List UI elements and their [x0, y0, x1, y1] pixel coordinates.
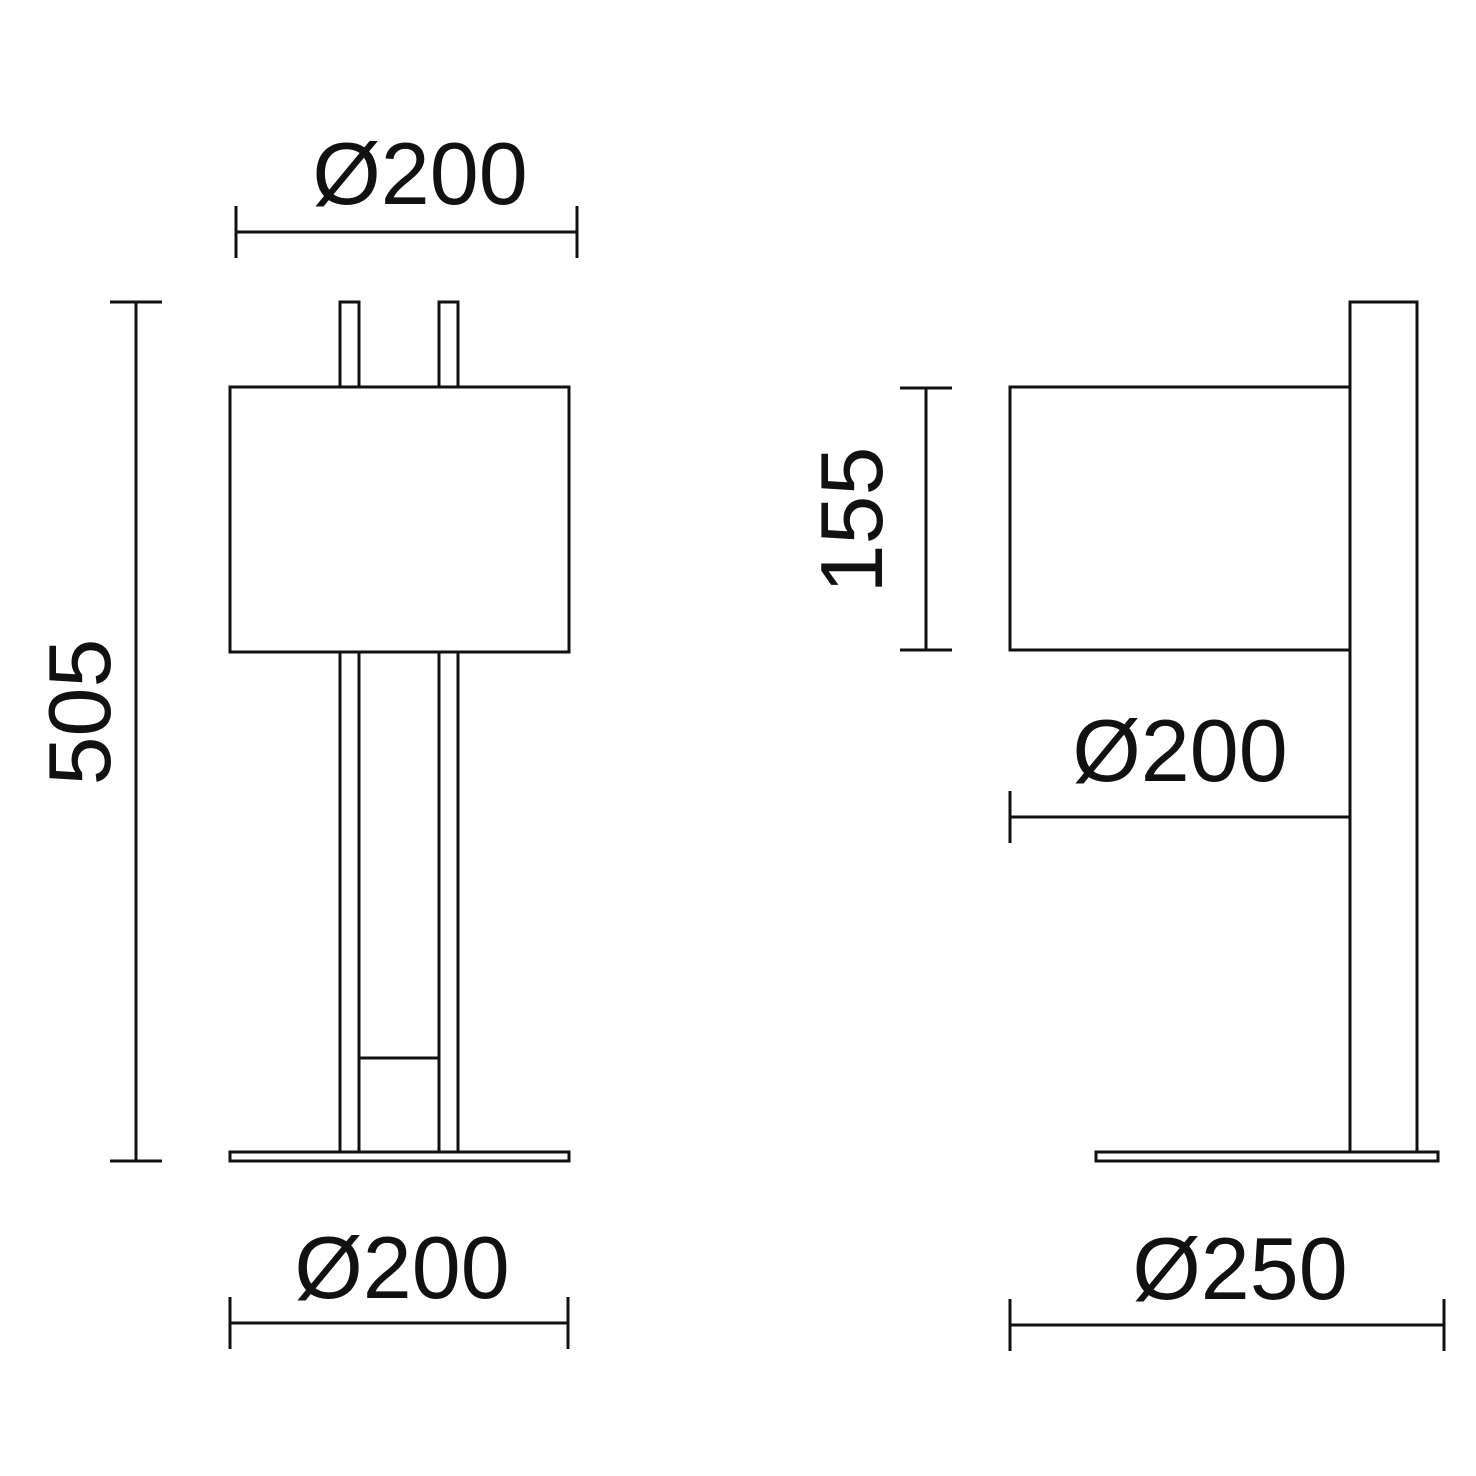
front-shade-diameter-label: Ø200: [312, 124, 527, 223]
front-view: Ø200 505 Ø200: [30, 124, 579, 1349]
front-left-rod: [338, 650, 361, 1154]
side-lamp-body: [1008, 300, 1440, 1163]
front-right-rod-top: [437, 300, 460, 389]
side-lampshade: [1008, 385, 1352, 652]
side-base-diameter-dimension: Ø250: [1008, 1219, 1446, 1351]
front-base-diameter-label: Ø200: [294, 1218, 509, 1317]
front-lampshade: [228, 385, 571, 654]
side-shade-height-dimension: 155: [802, 386, 952, 652]
front-base-diameter-dimension: Ø200: [228, 1218, 570, 1349]
front-right-rod: [437, 650, 460, 1154]
side-shade-diameter-dimension: Ø200: [1008, 701, 1350, 843]
side-column: [1348, 300, 1419, 1154]
front-base-plate: [228, 1150, 571, 1163]
front-height-dimension: 505: [30, 300, 162, 1163]
side-shade-height-label: 155: [802, 447, 901, 594]
side-shade-diameter-label: Ø200: [1072, 701, 1287, 800]
front-height-label: 505: [30, 639, 129, 786]
front-shade-diameter-dimension: Ø200: [234, 124, 579, 258]
front-lamp-body: [228, 300, 571, 1163]
side-base-plate: [1094, 1150, 1440, 1163]
side-base-diameter-label: Ø250: [1132, 1219, 1347, 1318]
front-left-rod-top: [338, 300, 361, 389]
side-view: 155 Ø200 Ø250: [802, 300, 1446, 1351]
